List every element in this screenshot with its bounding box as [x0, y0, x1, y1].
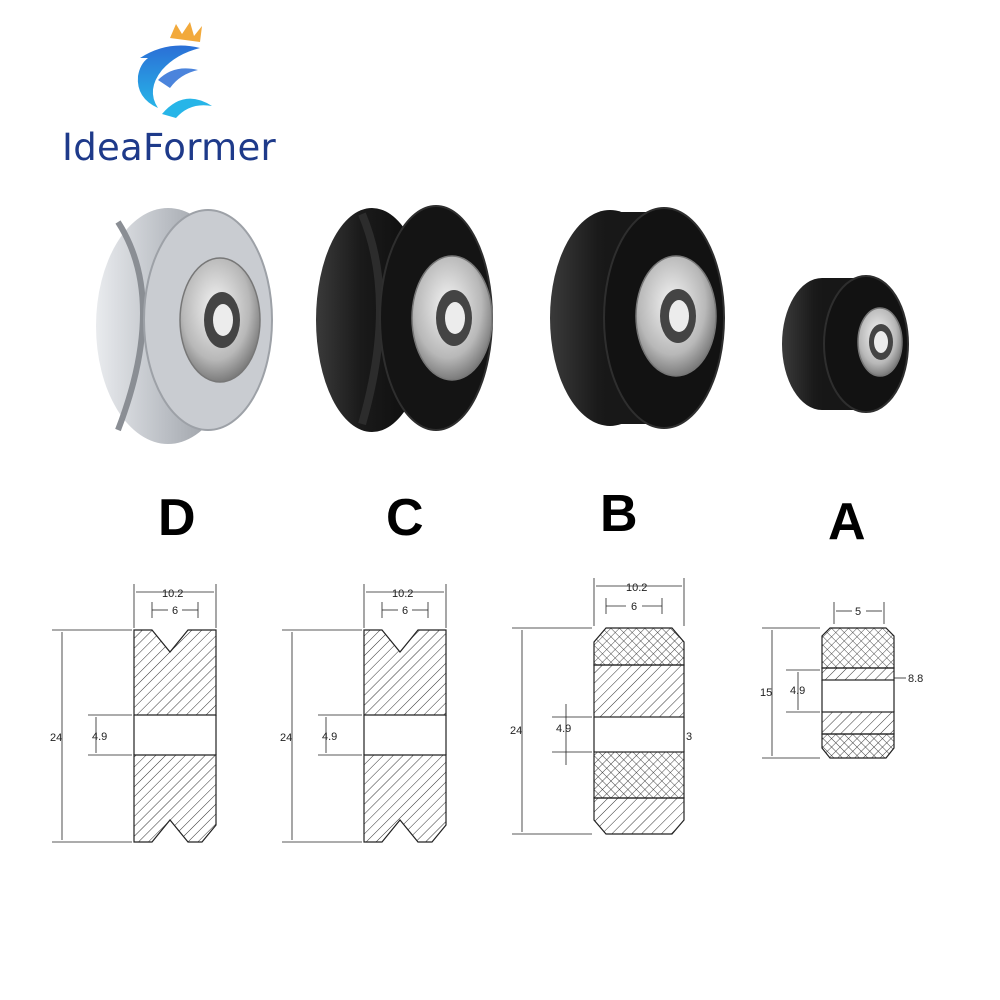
dim-c-width-outer: 10.2	[392, 588, 413, 600]
wheel-photo-a	[782, 275, 909, 413]
dim-c-bore: 4.9	[322, 731, 337, 743]
dim-b-side-fragment: 3	[686, 731, 692, 743]
dim-b-height: 24	[510, 725, 522, 737]
drawing-d: 10.2 6 24 4.9	[50, 584, 217, 843]
wave-shape-top	[137, 45, 200, 108]
dim-b-bore: 4.9	[556, 723, 571, 735]
section-a-bottom-tire	[821, 733, 895, 759]
wheel-photo-b	[550, 207, 725, 429]
dim-d-height: 24	[50, 732, 62, 744]
wheel-label-b: B	[600, 485, 638, 543]
dim-c-width-inner: 6	[402, 605, 408, 617]
dim-b-width-outer: 10.2	[626, 582, 647, 594]
drawing-c: 10.2 6 24 4.9	[280, 584, 447, 843]
dim-a-bore: 4.9	[790, 685, 805, 697]
dim-c-height: 24	[280, 732, 292, 744]
wave-shape-bottom	[162, 98, 212, 118]
section-d-top	[133, 629, 217, 716]
dim-b-width-inner: 6	[631, 601, 637, 613]
section-a-bottom-core	[821, 711, 895, 735]
wheel-photos	[96, 205, 909, 444]
wheel-photo-d	[96, 208, 273, 444]
section-b-top-tire	[593, 627, 685, 666]
dim-a-width-inner: 5	[855, 606, 861, 618]
section-b-top-core	[593, 664, 685, 718]
crown-wave-logo-icon	[137, 22, 212, 118]
wheel-photo-c	[316, 205, 493, 432]
dim-d-bore: 4.9	[92, 731, 107, 743]
dim-a-side: 8.8	[908, 673, 923, 685]
wave-shape-mid	[158, 68, 198, 88]
brand-name: IdeaFormer	[62, 126, 277, 169]
dim-a-height: 15	[760, 687, 772, 699]
wheel-label-d: D	[158, 489, 196, 547]
section-c-top	[363, 629, 447, 716]
section-d-bottom	[133, 754, 217, 843]
section-b-bottom-tire	[593, 751, 685, 799]
section-c-bottom	[363, 754, 447, 843]
drawing-a: 5 15 4.9 8.8	[760, 602, 923, 759]
wheel-label-a: A	[828, 493, 866, 551]
section-b-bottom-core	[593, 797, 685, 835]
dim-d-width-inner: 6	[172, 605, 178, 617]
drawing-b: 10.2 6 24 4.9 3	[510, 578, 692, 835]
dim-d-width-outer: 10.2	[162, 588, 183, 600]
section-a-top-core	[821, 667, 895, 681]
crown-shape	[170, 22, 202, 42]
section-a-top-tire	[821, 627, 895, 669]
wheel-label-c: C	[386, 489, 424, 547]
